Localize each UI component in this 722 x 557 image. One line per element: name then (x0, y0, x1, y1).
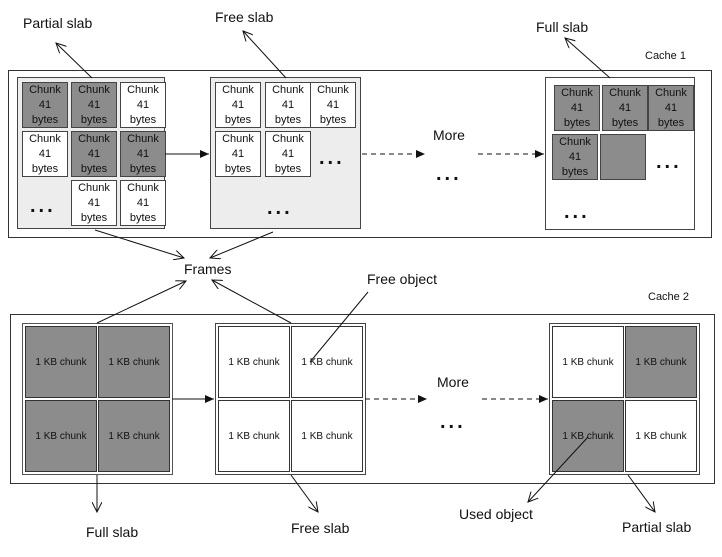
ellipsis: ... (319, 147, 345, 169)
cache2-full-slab: 1 KB chunk 1 KB chunk 1 KB chunk 1 KB ch… (22, 323, 173, 475)
kb-chunk-used: 1 KB chunk (25, 400, 97, 472)
kb-chunk-used: 1 KB chunk (98, 400, 170, 472)
kb-chunk-free: 1 KB chunk (625, 400, 697, 472)
partial-slab-label-bottom: Partial slab (622, 519, 692, 535)
cache1-more-label: More (433, 127, 465, 143)
kb-chunk-used: 1 KB chunk (25, 326, 97, 398)
kb-chunk-used: 1 KB chunk (552, 400, 624, 472)
cache2-free-slab: 1 KB chunk 1 KB chunk 1 KB chunk 1 KB ch… (215, 323, 366, 475)
ellipsis: ... (656, 151, 682, 173)
frames-label: Frames (184, 261, 232, 277)
cache-2-title: Cache 2 (648, 291, 689, 303)
ellipsis: ... (564, 201, 590, 223)
cache2-more-label: More (437, 374, 469, 390)
ellipsis: ... (436, 163, 462, 185)
ellipsis: ... (267, 197, 293, 219)
ellipsis: ... (30, 195, 56, 217)
kb-chunk-free: 1 KB chunk (218, 400, 290, 472)
kb-chunk-free: 1 KB chunk (552, 326, 624, 398)
chunk-used-blank (600, 134, 646, 180)
kb-chunk-used: 1 KB chunk (98, 326, 170, 398)
free-slab-label-top: Free slab (215, 9, 274, 25)
cache2-partial-slab: 1 KB chunk 1 KB chunk 1 KB chunk 1 KB ch… (549, 323, 700, 475)
kb-chunk-used: 1 KB chunk (625, 326, 697, 398)
partial-slab-label-top: Partial slab (23, 15, 93, 31)
used-object-label: Used object (459, 506, 533, 522)
kb-chunk-free: 1 KB chunk (218, 326, 290, 398)
kb-chunk-free: 1 KB chunk (291, 400, 363, 472)
cache-1-title: Cache 1 (645, 50, 686, 62)
free-slab-label-bottom: Free slab (291, 520, 350, 536)
ellipsis: ... (440, 411, 466, 433)
free-object-label: Free object (367, 271, 438, 287)
kb-chunk-free: 1 KB chunk (291, 326, 363, 398)
full-slab-label-bottom: Full slab (86, 524, 139, 540)
full-slab-label-top: Full slab (536, 19, 589, 35)
